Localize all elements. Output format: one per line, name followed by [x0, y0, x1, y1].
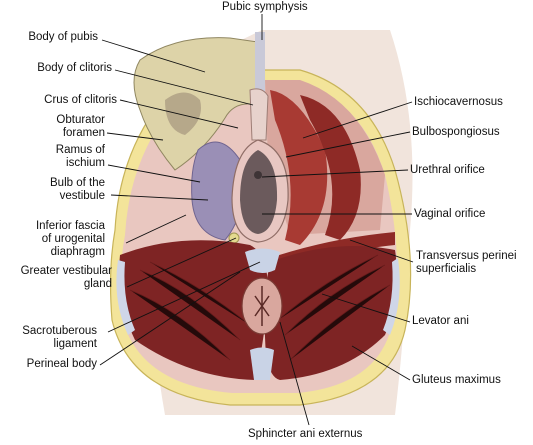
- label-urethral-orifice: Urethral orifice: [410, 164, 485, 176]
- urethral-orifice-shape: [254, 171, 262, 179]
- label-ramus-line2: ischium: [66, 157, 105, 169]
- label-perineal-body: Perineal body: [26, 358, 97, 370]
- label-pubic-symphysis: Pubic symphysis: [222, 1, 308, 13]
- label-body-of-pubis: Body of pubis: [28, 31, 98, 43]
- label-greater-line1: Greater vestibular: [20, 265, 112, 277]
- label-sacro-line1: Sacrotuberous: [22, 325, 97, 337]
- label-sphincter-ani-externus: Sphincter ani externus: [248, 428, 363, 440]
- label-levator-ani: Levator ani: [412, 315, 469, 327]
- label-obturator-line2: foramen: [62, 127, 105, 139]
- label-inferior-fascia: Inferior fascia of urogenital diaphragm: [36, 220, 105, 259]
- label-ramus-of-ischium: Ramus of ischium: [56, 144, 105, 170]
- ischiocavernosus-muscle: [300, 95, 361, 240]
- vaginal-orifice-shape: [240, 150, 278, 234]
- label-vaginal-orifice: Vaginal orifice: [414, 208, 486, 220]
- label-body-of-clitoris: Body of clitoris: [37, 62, 112, 74]
- label-ischiocavernosus: Ischiocavernosus: [414, 96, 503, 108]
- label-bulb-line1: Bulb of the: [50, 177, 105, 189]
- right-sacrotuberous-shape: [383, 258, 400, 335]
- bulbospongiosus-muscle: [270, 90, 328, 245]
- label-obturator-line1: Obturator: [56, 114, 105, 126]
- label-sacro-line2: ligament: [53, 338, 97, 350]
- leader-lines: [99, 14, 414, 426]
- obturator-foramen-shape: [165, 92, 201, 135]
- pubic-symphysis-shape: [255, 32, 265, 107]
- anal-opening: [254, 286, 270, 326]
- label-bulbospongiosus: Bulbospongiosus: [412, 126, 500, 138]
- label-crus-of-clitoris: Crus of clitoris: [44, 94, 117, 106]
- label-inferior-line1: Inferior fascia: [35, 220, 105, 232]
- label-inferior-line3: diaphragm: [50, 246, 105, 258]
- sacrotuberous-ligament-shape: [116, 260, 135, 335]
- label-bulb-line2: vestibule: [59, 190, 105, 202]
- anococcygeal-body: [250, 347, 274, 380]
- label-obturator-foramen: Obturator foramen: [56, 114, 105, 140]
- bulb-of-vestibule-shape: [191, 141, 244, 241]
- perineal-body-shape: [245, 248, 280, 273]
- label-gluteus-maximus: Gluteus maximus: [412, 374, 501, 386]
- greater-vestibular-gland-shape: [228, 232, 240, 244]
- label-greater-vestibular-gland: Greater vestibular gland: [21, 265, 112, 291]
- label-bulb-of-vestibule: Bulb of the vestibule: [50, 177, 105, 203]
- body-of-clitoris-shape: [249, 88, 269, 141]
- label-transversus-perinei: Transversus perinei superficialis: [416, 250, 517, 276]
- label-transversus-line2: superficialis: [416, 263, 477, 275]
- label-greater-line2: gland: [83, 278, 112, 290]
- label-ramus-line1: Ramus of: [55, 144, 105, 156]
- label-transversus-line1: Transversus perinei: [416, 250, 517, 262]
- label-inferior-line2: of urogenital: [41, 233, 105, 245]
- label-sacrotuberous-ligament: Sacrotuberous ligament: [22, 325, 97, 351]
